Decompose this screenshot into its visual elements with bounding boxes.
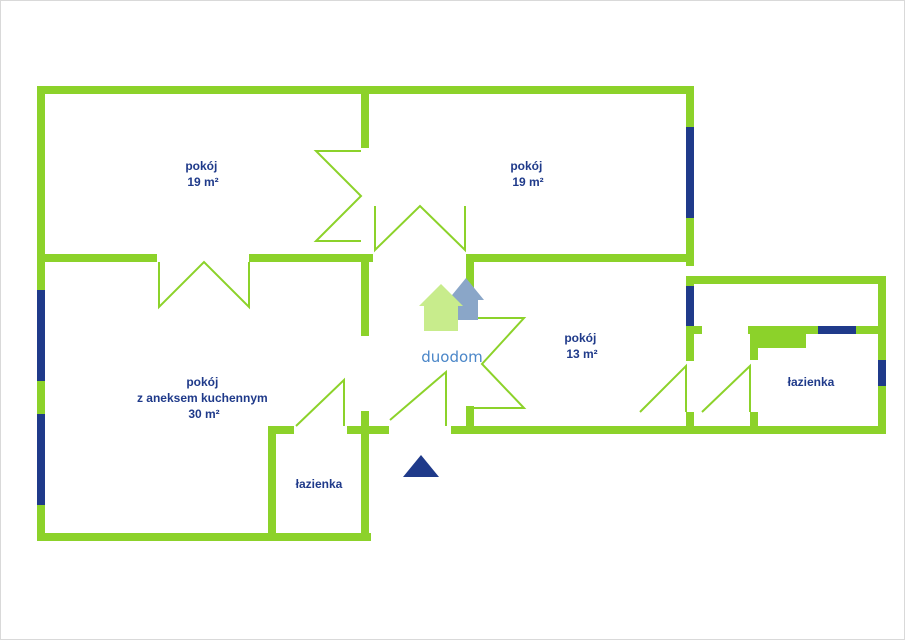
- wall: [750, 326, 758, 360]
- window: [686, 286, 694, 326]
- room-label-line: pokój: [510, 159, 542, 173]
- wall: [249, 254, 373, 262]
- wall: [361, 86, 369, 148]
- door-swing: [295, 377, 345, 427]
- logo-text: duodom: [421, 348, 483, 366]
- room-label-bathroom-right: łazienka: [788, 375, 835, 389]
- wall: [268, 426, 276, 541]
- wall: [37, 533, 371, 541]
- wall: [361, 254, 369, 336]
- room-label-line: 19 m²: [512, 175, 543, 189]
- wall: [686, 276, 886, 284]
- room-label-line: pokój: [564, 331, 596, 345]
- room-label-top-right: pokój 19 m²: [510, 159, 545, 189]
- room-label-bathroom-small: łazienka: [296, 477, 343, 491]
- room-label-top-left: pokój 19 m²: [185, 159, 220, 189]
- door-swing: [639, 363, 687, 413]
- room-label-kitchen: pokój z aneksem kuchennym 30 m²: [137, 375, 271, 421]
- windows: [37, 127, 886, 505]
- fixture: [758, 326, 806, 348]
- room-label-line: 19 m²: [187, 175, 218, 189]
- room-label-line: 13 m²: [566, 347, 597, 361]
- room-label-line: pokój: [185, 159, 217, 173]
- wall: [694, 326, 702, 334]
- wall: [451, 426, 886, 434]
- door-swing: [158, 260, 250, 310]
- window: [686, 127, 694, 218]
- room-label-line: łazienka: [788, 375, 835, 389]
- wall: [748, 326, 878, 334]
- wall: [466, 406, 474, 434]
- wall: [750, 412, 758, 434]
- window: [818, 326, 856, 334]
- wall: [878, 276, 886, 434]
- door-swing: [701, 363, 751, 413]
- entrance-triangle-icon: [403, 455, 439, 477]
- doors: [158, 150, 751, 427]
- wall: [37, 254, 157, 262]
- room-label-line: z aneksem kuchennym: [137, 391, 268, 405]
- wall: [466, 254, 694, 262]
- room-label-line: pokój: [186, 375, 218, 389]
- window: [37, 414, 45, 505]
- wall: [686, 412, 694, 434]
- duodom-logo: duodom: [419, 278, 484, 366]
- door-swing: [313, 150, 363, 242]
- door-swing: [389, 369, 447, 426]
- house-logo-icon: [419, 284, 463, 331]
- room-label-middle: pokój 13 m²: [564, 331, 599, 361]
- wall: [268, 426, 294, 434]
- room-label-line: 30 m²: [188, 407, 219, 421]
- window: [878, 360, 886, 386]
- window: [37, 290, 45, 381]
- door-swing: [474, 317, 527, 409]
- wall: [361, 411, 369, 541]
- room-label-line: łazienka: [296, 477, 343, 491]
- door-swing: [374, 204, 466, 253]
